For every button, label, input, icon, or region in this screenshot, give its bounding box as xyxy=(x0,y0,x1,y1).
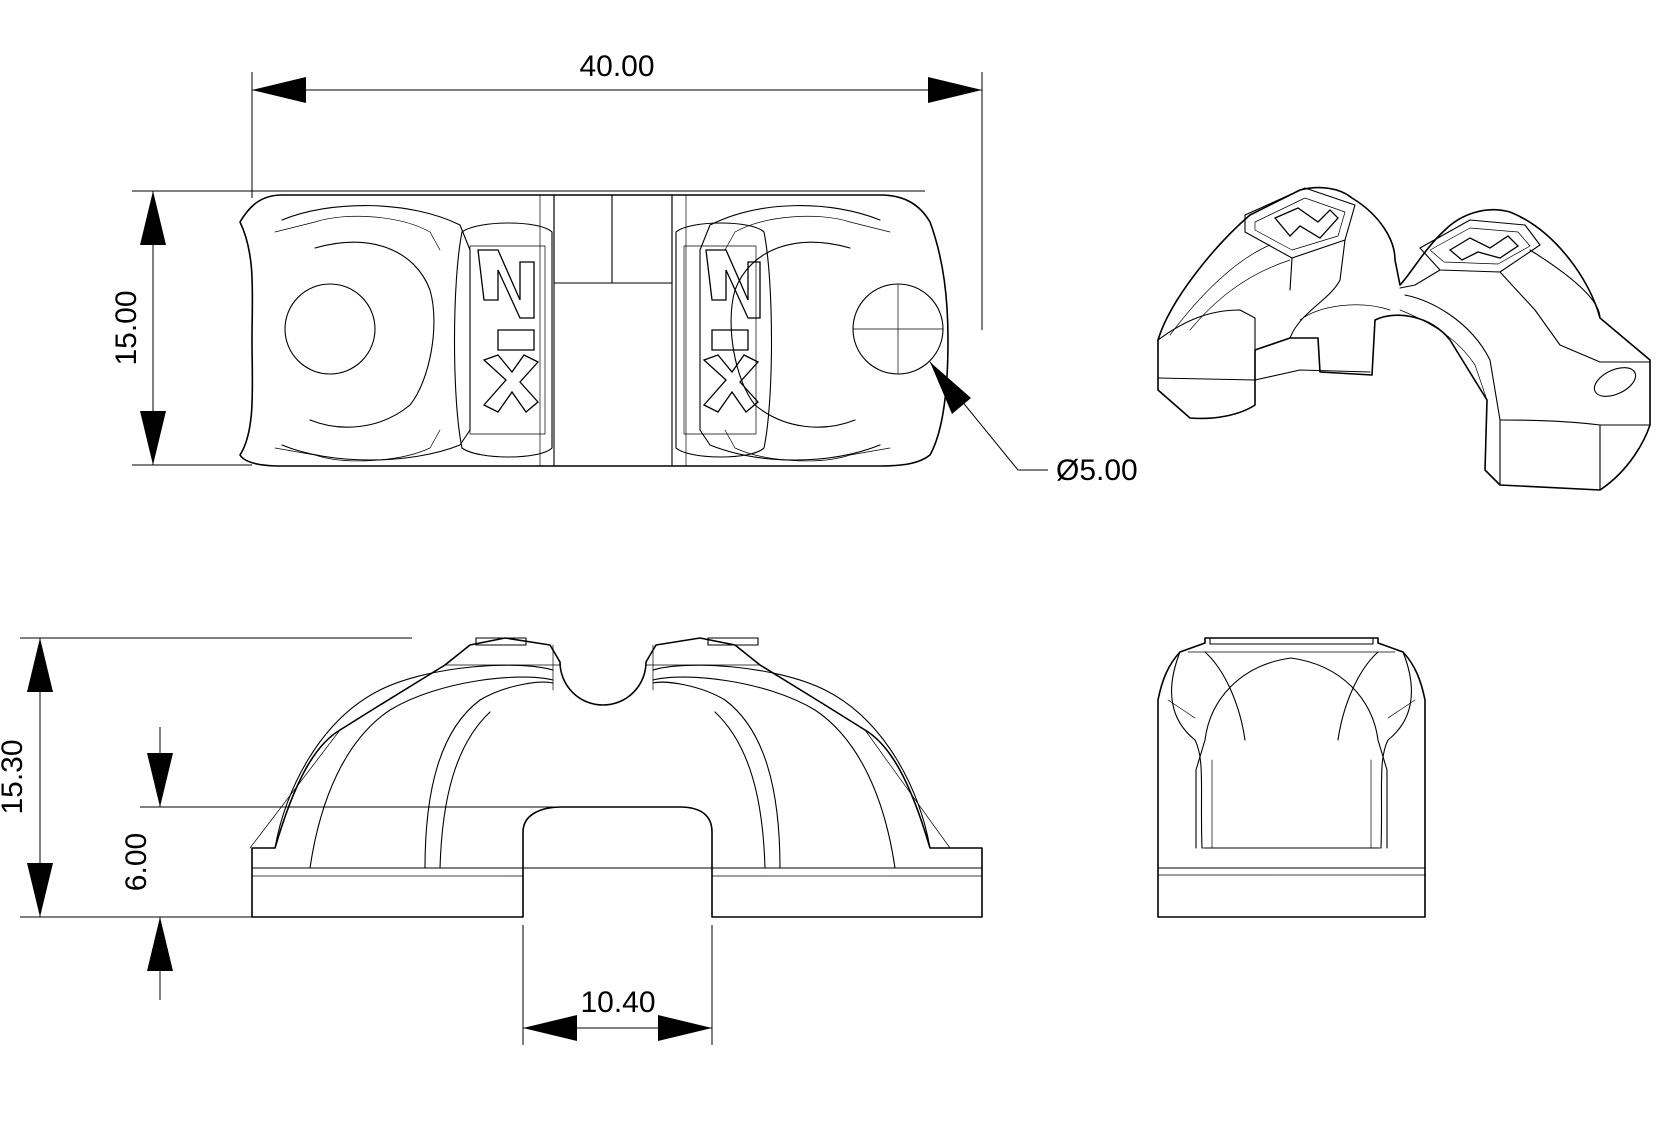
side-view xyxy=(1157,637,1426,918)
dimension-hole-diameter: Ø5.00 xyxy=(929,361,1138,487)
dimension-top-view-height: 15.00 xyxy=(110,190,925,466)
dimension-label-slot-width: 10.40 xyxy=(580,986,655,1019)
dimension-label-slot-height: 6.00 xyxy=(120,833,153,891)
dimension-label-overall-height: 15.30 xyxy=(0,739,29,814)
top-view xyxy=(239,194,949,467)
dimension-label-overall-width: 40.00 xyxy=(579,50,654,83)
dimension-label-hole-diameter: Ø5.00 xyxy=(1056,454,1138,487)
isometric-view xyxy=(1157,186,1651,491)
dimension-overall-height: 15.30 xyxy=(0,637,412,918)
dimension-label-top-view-height: 15.00 xyxy=(110,290,143,365)
dimension-slot-width: 10.40 xyxy=(522,925,713,1045)
dimension-slot-height: 6.00 xyxy=(120,727,660,1000)
front-view xyxy=(249,637,983,918)
dimension-overall-width: 40.00 xyxy=(251,50,983,330)
